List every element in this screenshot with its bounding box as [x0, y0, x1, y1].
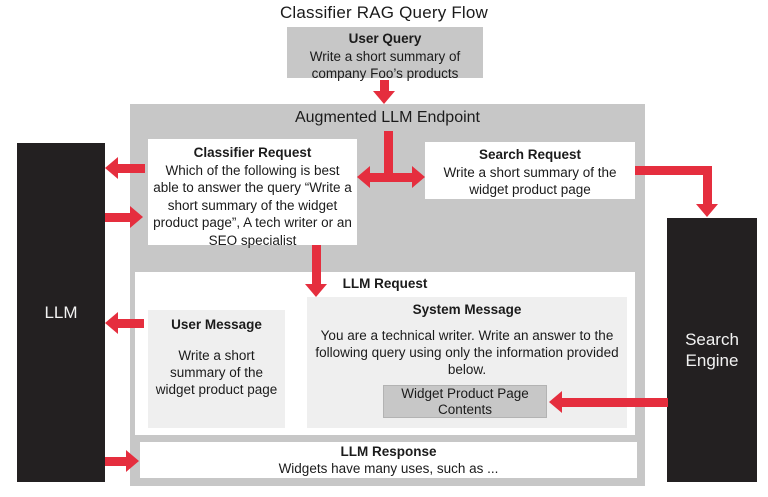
user-query-body: Write a short summary of company Foo’s p…	[309, 48, 461, 82]
diagram-title: Classifier RAG Query Flow	[279, 3, 489, 22]
classifier-request-body: Which of the following is best able to a…	[153, 162, 352, 248]
user-query-title: User Query	[348, 31, 422, 46]
search-request-box: Search Request Write a short summary of …	[425, 142, 635, 199]
arrow-classifier-to-llm	[105, 157, 145, 179]
user-message-body: Write a short summary of the widget prod…	[155, 348, 278, 397]
arrow-endpoint-stem	[384, 131, 393, 178]
augmented-llm-endpoint-title: Augmented LLM Endpoint	[294, 109, 480, 126]
arrow-user-query-to-endpoint	[373, 80, 395, 104]
arrow-endpoint-split	[357, 166, 425, 188]
llm-response-box: LLM Response Widgets have many uses, suc…	[140, 442, 637, 478]
system-message-body: You are a technical writer. Write an ans…	[315, 328, 619, 377]
arrow-classifier-to-llm-request	[305, 245, 327, 297]
arrow-engine-to-contents	[549, 391, 668, 413]
search-request-body: Write a short summary of the widget prod…	[443, 164, 617, 198]
system-message-box: System Message You are a technical write…	[307, 297, 627, 428]
llm-node-label: LLM	[44, 303, 78, 322]
classifier-request-title: Classifier Request	[193, 145, 312, 160]
system-message-title: System Message	[412, 302, 522, 317]
llm-response-body: Widgets have many uses, such as ...	[278, 461, 499, 476]
arrow-llm-to-classifier	[105, 206, 143, 228]
user-query-box: User Query Write a short summary of comp…	[287, 27, 483, 81]
arrow-user-message-to-llm	[105, 312, 144, 334]
widget-product-page-contents-box: Widget Product Page Contents	[383, 385, 547, 418]
classifier-request-box: Classifier Request Which of the followin…	[148, 139, 357, 248]
search-engine-node-label: Search Engine	[685, 330, 739, 370]
user-message-title: User Message	[171, 317, 262, 332]
arrow-search-request-to-engine-horizontal	[635, 166, 712, 175]
arrow-search-request-to-engine-head	[696, 204, 718, 217]
search-engine-node: Search Engine	[667, 218, 757, 482]
arrow-llm-to-response	[105, 450, 139, 472]
llm-request-title: LLM Request	[342, 276, 428, 291]
llm-response-title: LLM Response	[340, 444, 437, 459]
search-request-title: Search Request	[478, 147, 582, 162]
widget-product-page-contents-label: Widget Product Page Contents	[401, 385, 529, 417]
user-message-box: User Message Write a short summary of th…	[148, 310, 285, 428]
llm-node: LLM	[17, 143, 105, 482]
arrow-search-request-to-engine-vertical	[703, 166, 712, 204]
